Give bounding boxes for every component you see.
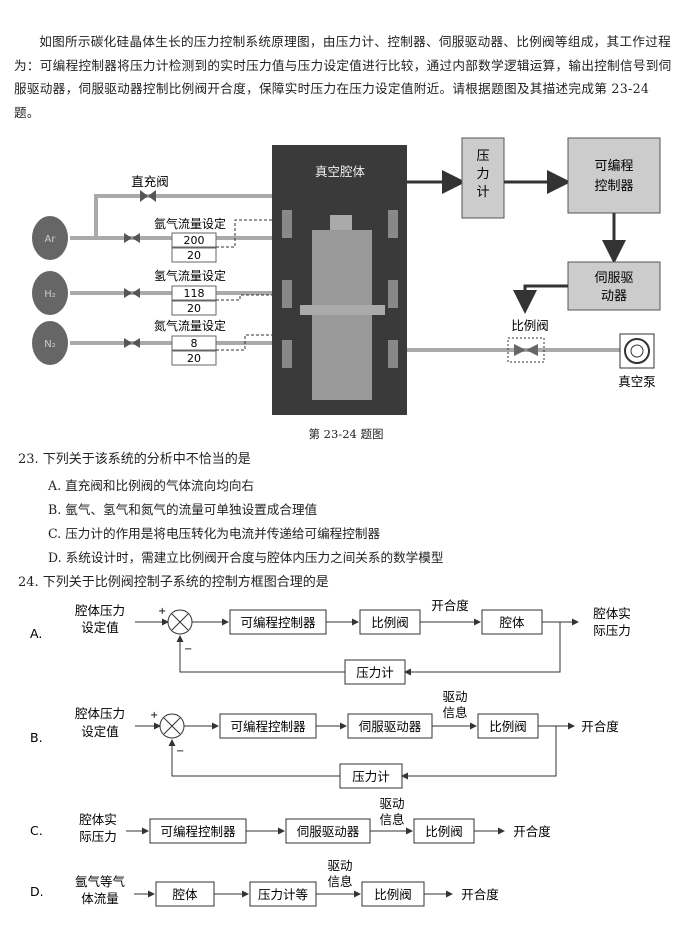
b-block-plc: 可编程控制器 (230, 719, 306, 734)
a-block-valve: 比例阀 (371, 615, 409, 630)
b-input-line2: 设定值 (81, 724, 119, 739)
c-block-servo: 伺服驱动器 (297, 824, 360, 839)
nitrogen-bottle (32, 321, 68, 365)
d-block-chamber: 腔体 (172, 887, 198, 902)
a-output-line2: 际压力 (593, 623, 631, 638)
argon-symbol: Ar (45, 234, 57, 245)
c-signal-line2: 信息 (379, 812, 404, 827)
option-c-letter: C. (30, 823, 43, 838)
option-a-letter: A. (30, 626, 42, 641)
n2-value: 8 (191, 337, 198, 350)
ar-value: 200 (184, 234, 205, 247)
a-block-chamber: 腔体 (499, 615, 525, 630)
n2-setting-label: 氮气流量设定 (154, 318, 226, 333)
q23-option-b: B. 氩气、氢气和氮气的流量可单独设置成合理值 (48, 502, 318, 517)
b-input-line1: 腔体压力 (75, 706, 125, 721)
plc-line1: 可编程 (594, 159, 633, 174)
a-plus: + (158, 606, 166, 617)
option-d-diagram: D. 氩气等气 体流量 腔体 压力计等 驱动 信息 比例阀 开合度 (30, 858, 499, 907)
plc-line2: 控制器 (594, 179, 633, 194)
d-block-valve: 比例阀 (374, 887, 412, 902)
prop-valve-label: 比例阀 (511, 318, 549, 333)
b-signal-line2: 信息 (442, 705, 467, 720)
b-signal-line1: 驱动 (442, 689, 467, 704)
a-input-line2: 设定值 (81, 620, 119, 635)
a-block-plc: 可编程控制器 (240, 615, 316, 630)
b-minus: − (176, 746, 184, 757)
a-input-line1: 腔体压力 (75, 603, 125, 618)
h2-flow-setting: 氢气流量设定 118 20 (124, 268, 226, 316)
option-d-letter: D. (30, 884, 44, 899)
hydrogen-bottle (32, 271, 68, 315)
ar-flow-setting: 氩气流量设定 200 20 (124, 216, 226, 263)
q24-stem: 24. 下列关于比例阀控制子系统的控制方框图合理的是 (18, 575, 329, 590)
q23-option-a: A. 直充阀和比例阀的气体流向均向右 (48, 478, 255, 493)
pg-line1: 压 (476, 149, 489, 164)
chamber-label: 真空腔体 (315, 164, 366, 179)
nitrogen-symbol: N₂ (44, 339, 56, 350)
servo-box (567, 261, 661, 311)
pg-line3: 计 (476, 185, 489, 200)
c-block-plc: 可编程控制器 (160, 824, 236, 839)
n2-flow-setting: 氮气流量设定 8 20 (124, 318, 226, 366)
a-block-gauge: 压力计 (356, 665, 394, 680)
b-block-gauge: 压力计 (352, 769, 390, 784)
ar-setting-label: 氩气流量设定 (154, 216, 226, 231)
argon-bottle (32, 216, 68, 260)
option-b-letter: B. (30, 730, 43, 745)
option-c-diagram: C. 腔体实 际压力 可编程控制器 伺服驱动器 驱动 信息 比例阀 开合度 (30, 796, 551, 844)
q24-block-diagrams: A. 腔体压力 设定值 + 可编程控制器 比例阀 开合度 腔体 腔体实 际压力 … (30, 598, 631, 907)
c-input-line2: 际压力 (79, 829, 117, 844)
c-output: 开合度 (513, 824, 551, 839)
a-output-line1: 腔体实 (593, 606, 631, 621)
plc-box (567, 137, 661, 214)
servo-line2: 动器 (601, 289, 627, 304)
figure-caption: 第 23-24 题图 (308, 427, 384, 441)
hydrogen-symbol: H₂ (44, 289, 56, 300)
q23-stem: 23. 下列关于该系统的分析中不恰当的是 (18, 452, 251, 467)
d-input-line2: 体流量 (81, 891, 119, 906)
d-input-line1: 氩气等气 (75, 874, 126, 889)
b-block-valve: 比例阀 (489, 719, 527, 734)
prop-valve (507, 337, 545, 363)
b-output: 开合度 (581, 719, 619, 734)
system-diagram: 真空腔体 压力计 可编程 控制器 伺服驱 动器 比例阀 真空泵 直充阀 Ar H… (32, 137, 661, 415)
a-signal-opening: 开合度 (431, 598, 469, 613)
servo-line1: 伺服驱 (594, 271, 633, 286)
h2-value: 118 (184, 287, 205, 300)
intro-paragraph: 如图所示碳化硅晶体生长的压力控制系统原理图，由压力计、控制器、伺服驱动器、比例阀… (14, 34, 672, 120)
c-signal-line1: 驱动 (379, 796, 404, 811)
vacuum-pump-label: 真空泵 (618, 374, 656, 389)
c-block-valve: 比例阀 (425, 824, 463, 839)
option-a-diagram: A. 腔体压力 设定值 + 可编程控制器 比例阀 开合度 腔体 腔体实 际压力 … (30, 598, 631, 685)
pressure-gauge-box (461, 137, 505, 219)
b-plus: + (150, 710, 158, 721)
direct-valve-icon (140, 190, 156, 202)
pg-line2: 力 (476, 167, 489, 182)
ar-sub: 20 (187, 249, 201, 262)
h2-setting-label: 氢气流量设定 (154, 268, 226, 283)
d-output: 开合度 (461, 887, 499, 902)
q23-option-c: C. 压力计的作用是将电压转化为电流并传递给可编程控制器 (48, 526, 381, 541)
q23-option-d: D. 系统设计时，需建立比例阀开合度与腔体内压力之间关系的数学模型 (48, 550, 444, 565)
d-signal-line2: 信息 (327, 874, 352, 889)
d-block-gauge: 压力计等 (258, 887, 308, 902)
n2-sub: 20 (187, 352, 201, 365)
d-signal-line1: 驱动 (327, 858, 352, 873)
b-block-servo: 伺服驱动器 (359, 719, 422, 734)
a-minus: − (184, 644, 192, 655)
h2-sub: 20 (187, 302, 201, 315)
c-input-line1: 腔体实 (79, 812, 117, 827)
direct-valve-label: 直充阀 (131, 174, 169, 189)
option-b-diagram: B. 腔体压力 设定值 + 可编程控制器 伺服驱动器 驱动 信息 比例阀 开合度… (30, 689, 619, 789)
pressure-gauge-label: 压力计 (476, 149, 489, 200)
